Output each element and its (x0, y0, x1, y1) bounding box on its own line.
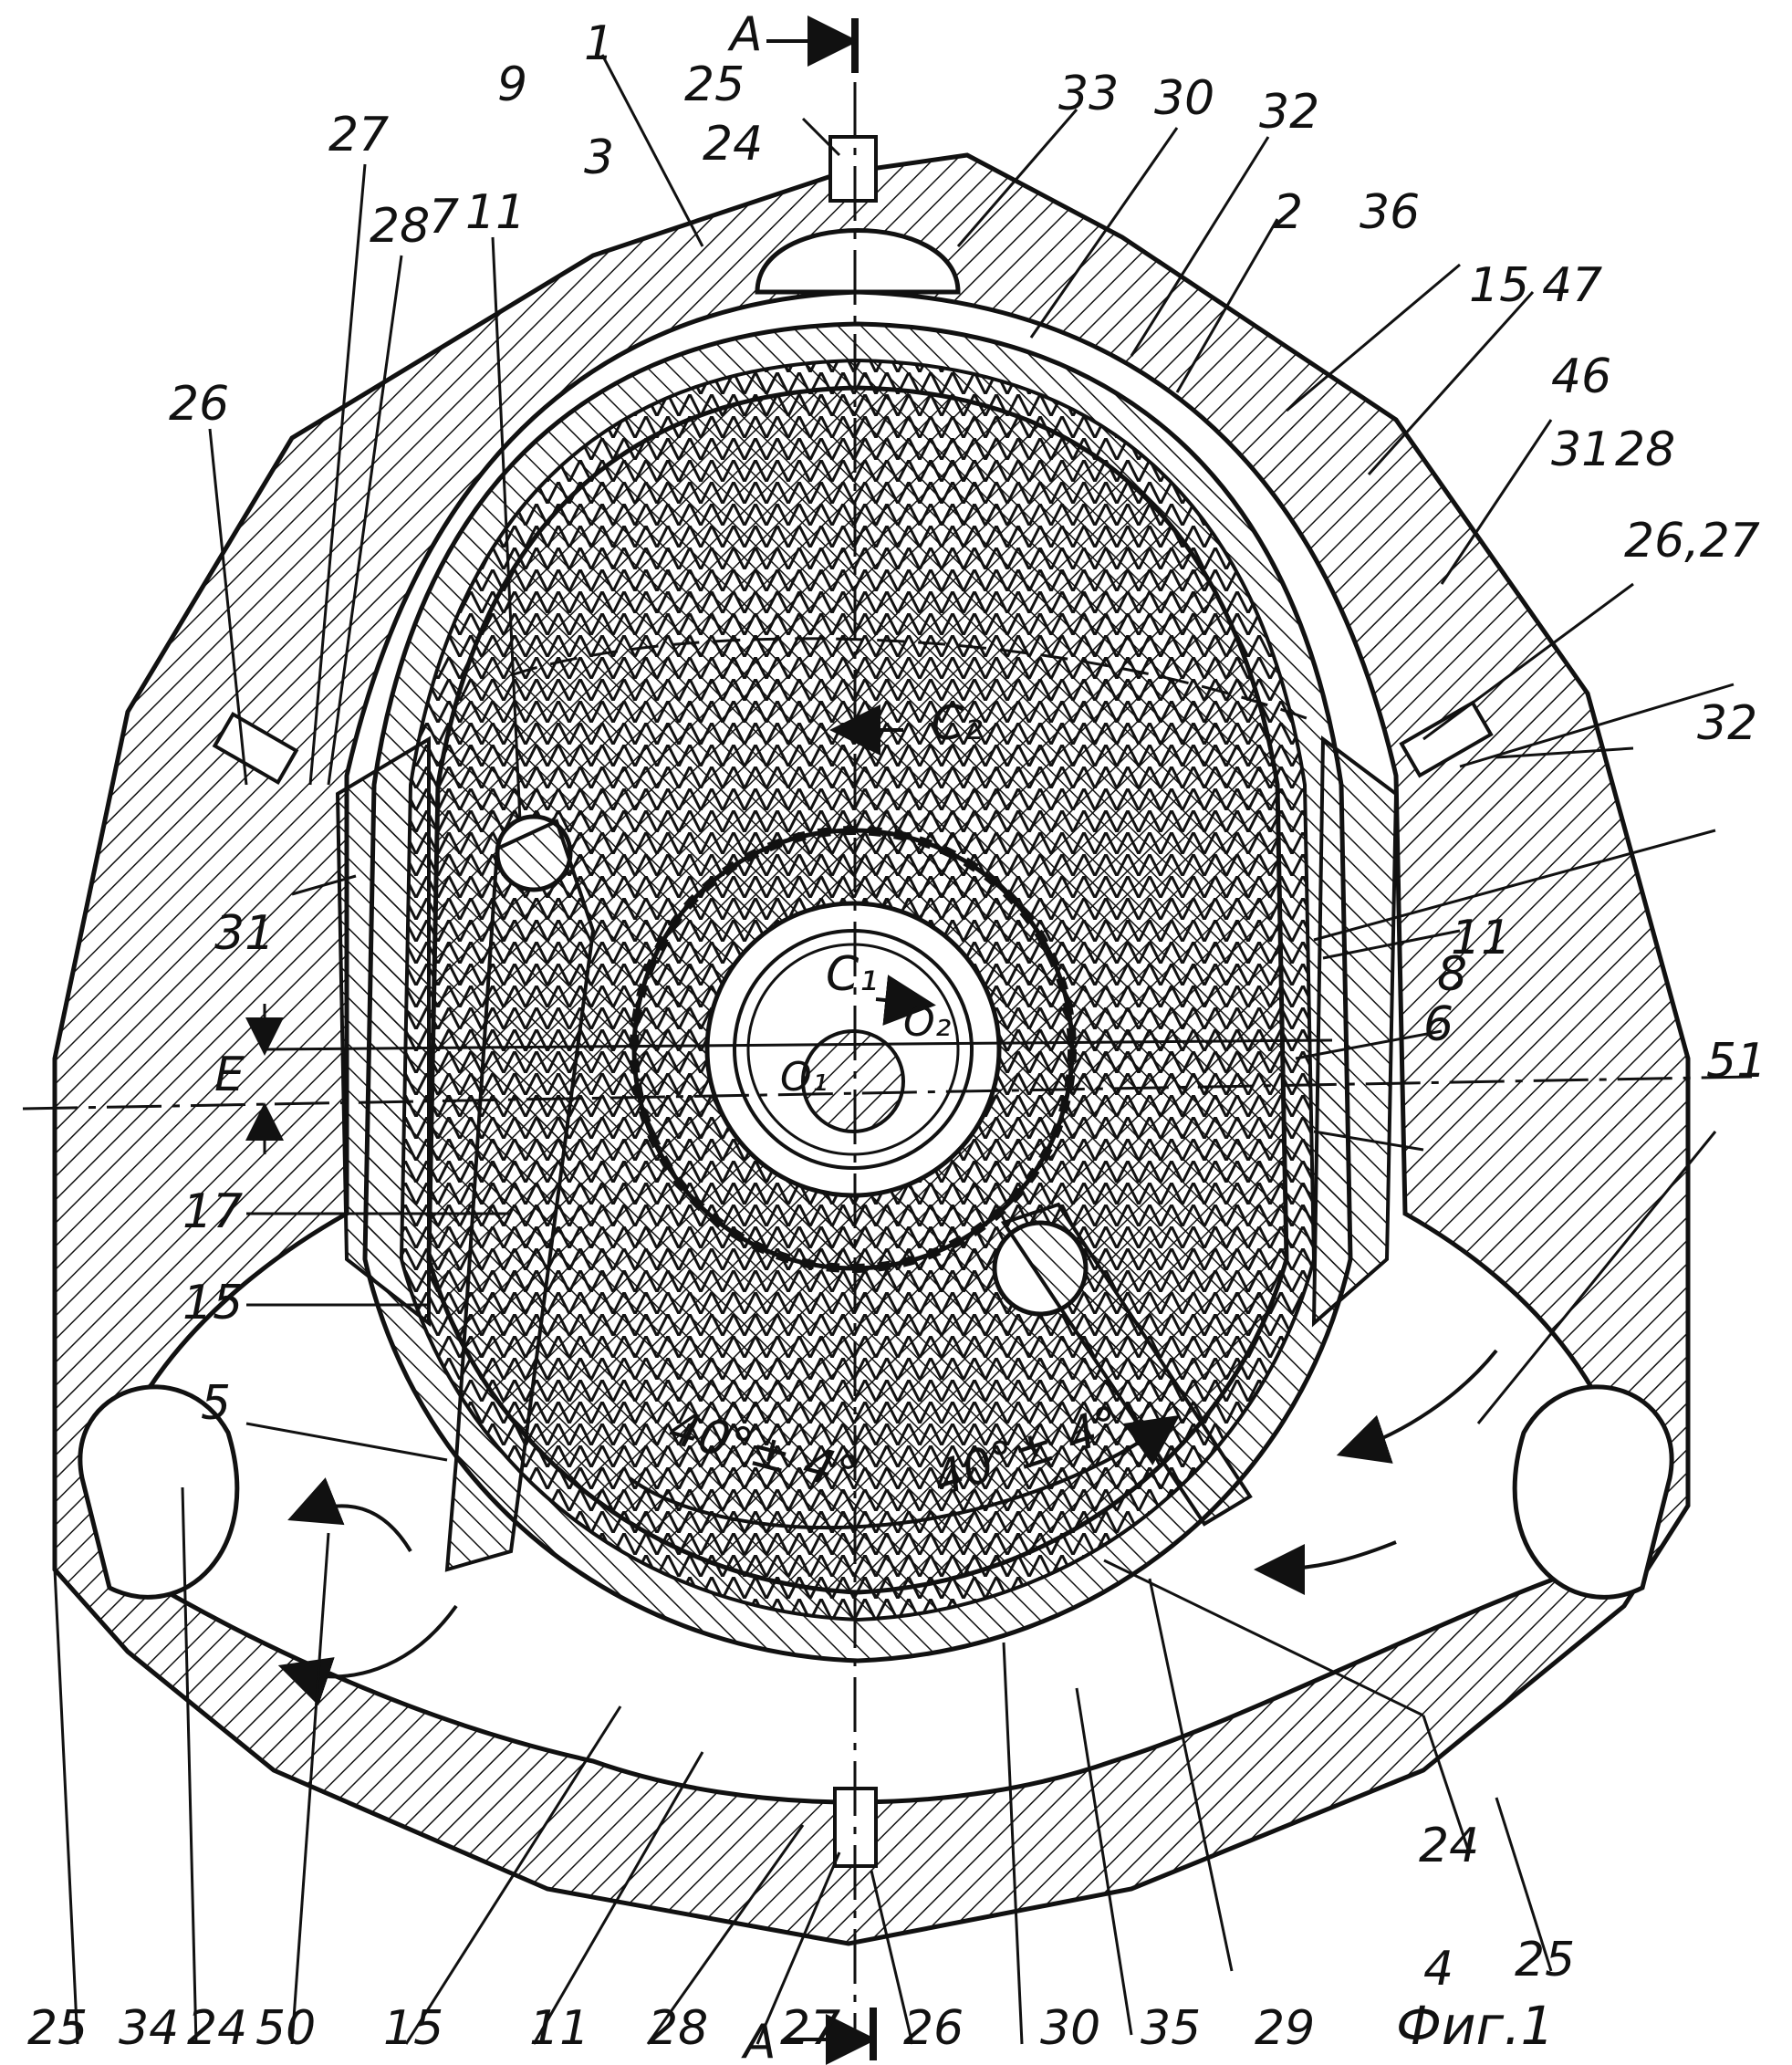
horizontal-axis-o2 (264, 1038, 1333, 1051)
label-17: 17 (182, 1184, 243, 1239)
label-26-left: 26 (169, 377, 229, 432)
label-35: 35 (1141, 2001, 1201, 2056)
label-9: 9 (497, 57, 527, 112)
label-28-top-left: 28 (370, 199, 430, 254)
left-boss (212, 711, 299, 786)
label-27-top-left: 27 (328, 108, 389, 162)
figure-caption: Фиг.1 (1396, 1995, 1554, 2057)
label-24-bottom: 24 (187, 2001, 247, 2056)
top-chamber (755, 228, 961, 295)
label-32-right: 32 (1697, 696, 1757, 751)
label-36: 36 (1360, 185, 1420, 240)
label-2: 2 (1273, 185, 1303, 240)
shaft-gear-teeth (630, 826, 1077, 1273)
label-25-right: 25 (1515, 1933, 1575, 1987)
top-plug (828, 135, 878, 203)
flow-arrow-left (277, 1604, 458, 1706)
angle-arc (628, 1414, 1181, 1530)
label-c2: C₂ (931, 696, 983, 751)
label-o1: O₁ (780, 1054, 828, 1100)
connecting-rod (444, 819, 596, 1572)
flow-arrow-right2 (1336, 1349, 1498, 1464)
label-28-bottom: 28 (648, 2001, 708, 2056)
left-chamber (78, 1384, 240, 1600)
label-15-left: 15 (182, 1276, 243, 1330)
shaft-core (801, 1029, 905, 1133)
label-e: E (214, 1048, 245, 1102)
label-46: 46 (1551, 349, 1611, 404)
label-31-right: 31 (1551, 422, 1611, 477)
label-28-right: 28 (1615, 422, 1675, 477)
label-c1: C₁ (826, 947, 878, 1002)
label-25-top: 25 (684, 57, 745, 112)
label-24-right: 24 (1419, 1819, 1479, 1873)
label-5: 5 (201, 1376, 231, 1431)
label-30-top: 30 (1154, 71, 1214, 126)
label-section-a-bottom: A (741, 2015, 776, 2065)
label-51: 51 (1706, 1034, 1766, 1089)
label-4: 4 (1423, 1942, 1453, 1997)
label-11-bottom: 11 (529, 2001, 589, 2056)
label-32-top: 32 (1259, 85, 1319, 140)
arc-c1-arrow (875, 975, 936, 1026)
label-7: 7 (429, 190, 459, 245)
label-1: 1 (584, 16, 614, 71)
label-section-a-top: A (727, 7, 763, 62)
label-31-left: 31 (214, 906, 275, 961)
label-3: 3 (584, 130, 614, 185)
label-29: 29 (1255, 2001, 1315, 2056)
label-11-top-left: 11 (465, 185, 526, 240)
label-30-bottom: 30 (1040, 2001, 1100, 2056)
label-8: 8 (1437, 947, 1467, 1002)
label-27-bottom: 27 (780, 2001, 840, 2056)
label-6: 6 (1423, 997, 1453, 1052)
label-15-top: 15 (1469, 258, 1529, 313)
horizontal-axis (22, 1075, 1753, 1111)
label-34: 34 (119, 2001, 179, 2056)
right-chamber (1512, 1384, 1674, 1600)
right-boss (1399, 700, 1494, 778)
label-47: 47 (1542, 258, 1602, 313)
label-24-top: 24 (703, 117, 763, 172)
label-o2: O₂ (903, 999, 951, 1046)
label-15-bottom: 15 (383, 2001, 443, 2056)
label-26-bottom: 26 (903, 2001, 964, 2056)
shaft-ring-inner2 (746, 943, 960, 1156)
flow-arrow-right (1254, 1540, 1397, 1595)
label-26-27-right: 26,27 (1624, 514, 1760, 568)
flow-arrow-left2 (287, 1477, 412, 1553)
left-side-plate (335, 735, 431, 1328)
label-33: 33 (1058, 67, 1119, 121)
label-11-right: 11 (1451, 911, 1511, 965)
arc-c2 (510, 637, 1315, 723)
label-50: 50 (255, 2001, 316, 2056)
label-25-bottom: 25 (27, 2001, 88, 2056)
right-side-plate (1311, 735, 1399, 1328)
leader-lines (53, 54, 1735, 2045)
